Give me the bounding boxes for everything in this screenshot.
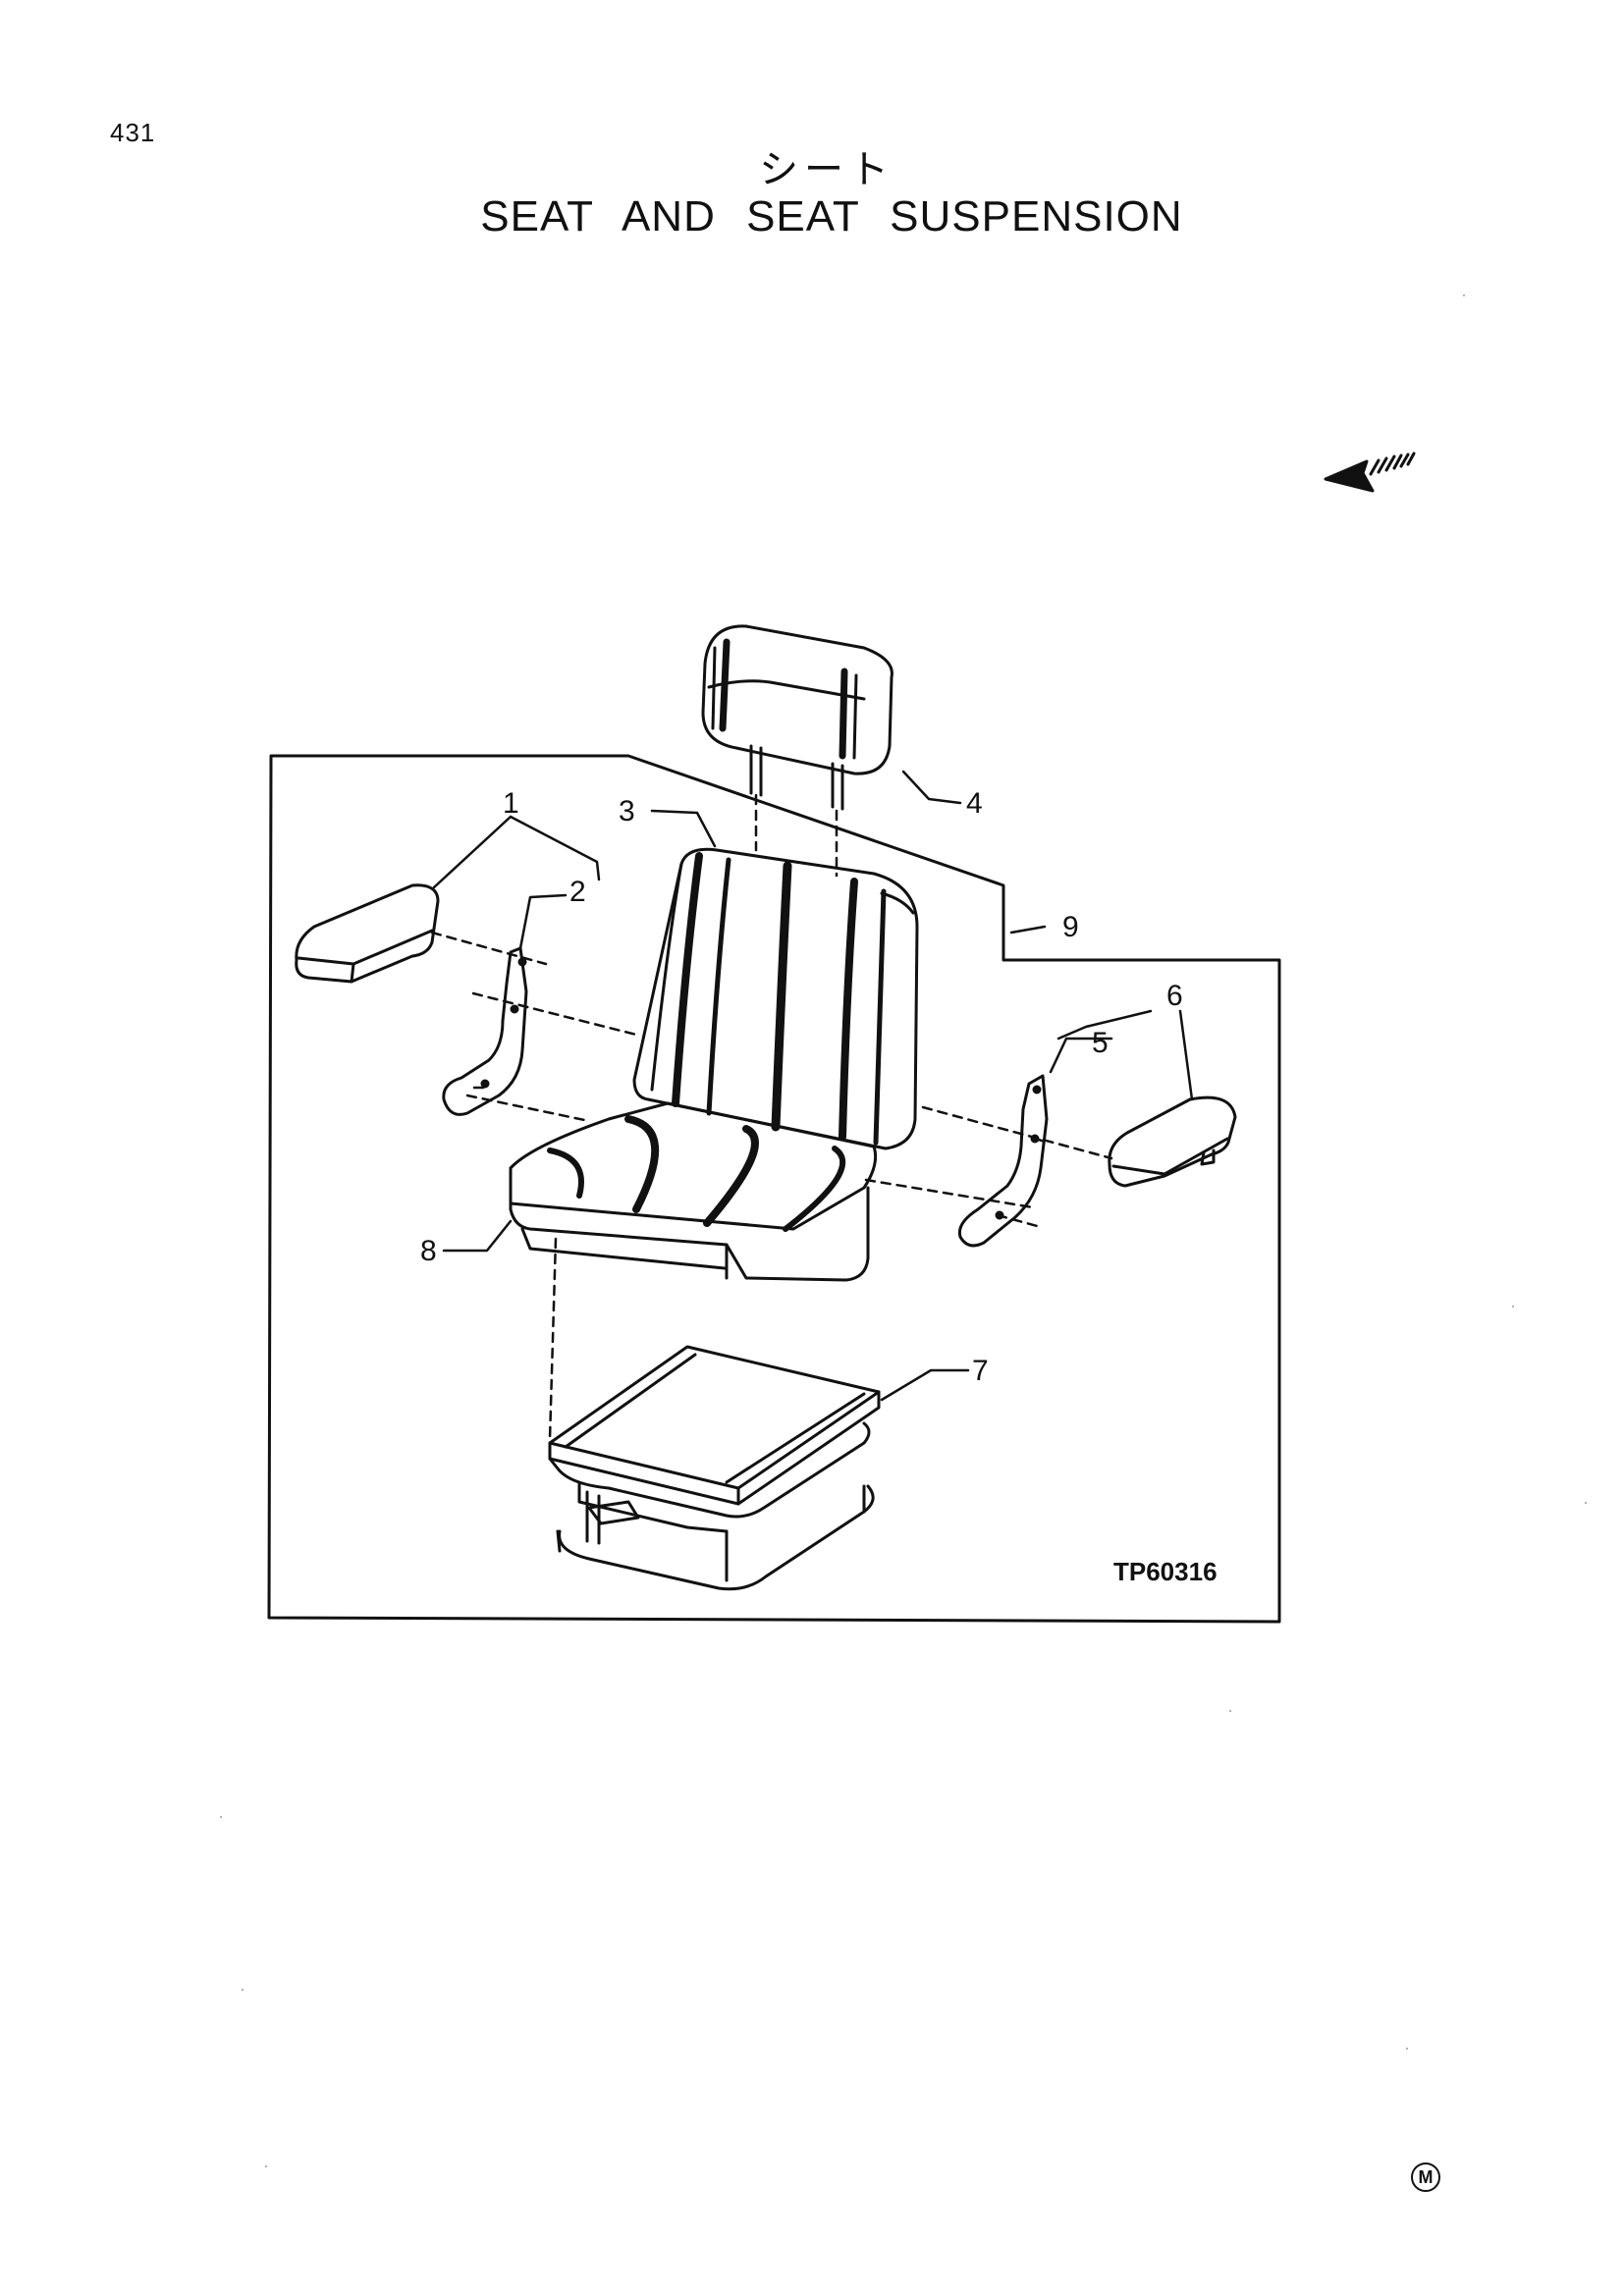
callout-2: 2 (569, 876, 586, 908)
seat-suspension (548, 1345, 881, 1591)
assembly-frame (267, 754, 1281, 1624)
callout-6: 6 (1166, 980, 1183, 1012)
backrest (632, 847, 919, 1150)
callout-1: 1 (503, 787, 519, 820)
seat-cushion (509, 1101, 878, 1282)
front-direction-arrow-icon (1324, 452, 1416, 493)
scan-speck (242, 1989, 244, 1991)
figure-code: TP60316 (1113, 1557, 1218, 1586)
callout-3: 3 (619, 795, 635, 828)
scan-speck (1512, 1306, 1514, 1308)
scan-speck (1463, 294, 1465, 296)
callout-5: 5 (1092, 1027, 1109, 1059)
scan-speck (1229, 1710, 1231, 1712)
page-number: 431 (110, 118, 156, 147)
callout-7: 7 (972, 1355, 989, 1387)
callout-8: 8 (420, 1235, 437, 1267)
headrest (701, 624, 893, 811)
callout-leaders (432, 770, 1194, 1402)
right-armrest (1108, 1095, 1237, 1188)
scan-speck (220, 1816, 222, 1818)
scan-speck (1585, 1502, 1587, 1504)
left-armrest-bracket (442, 946, 528, 1116)
left-armrest (295, 883, 440, 984)
scan-speck (1406, 2048, 1408, 2050)
callout-4: 4 (966, 787, 983, 820)
right-armrest-bracket (957, 1074, 1049, 1248)
assembly-lines (430, 793, 1113, 1441)
scan-speck (265, 2165, 267, 2167)
circled-m-icon: M (1411, 2163, 1440, 2192)
callout-9: 9 (1062, 911, 1079, 943)
page-title-japanese: シート (759, 147, 894, 192)
page-title: SEAT AND SEAT SUSPENSION (480, 192, 1183, 240)
